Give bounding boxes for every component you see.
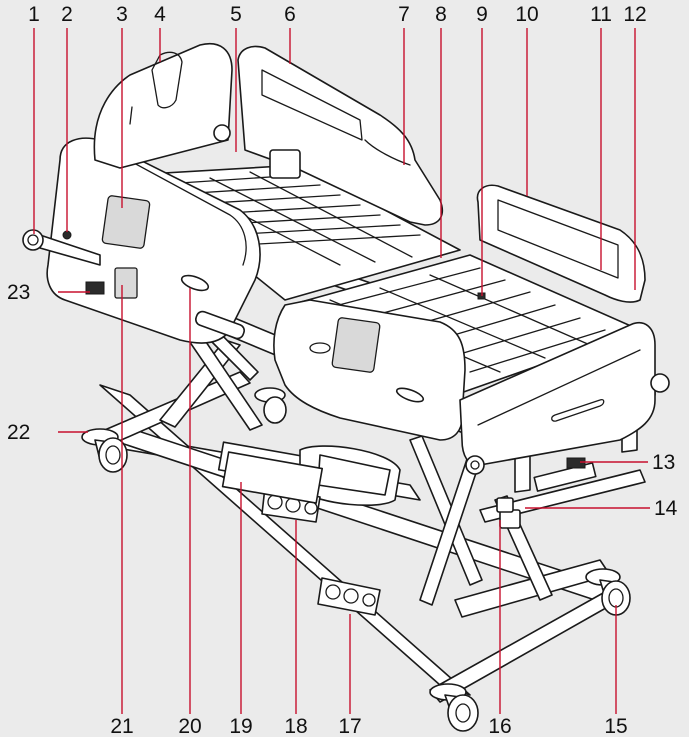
callout-13: 13 [652,451,675,474]
side-rail-head-right [93,43,233,169]
callout-22: 22 [7,421,30,444]
callout-21: 21 [110,715,133,737]
callout-9: 9 [476,3,488,26]
callout-1: 1 [28,3,40,26]
callout-10: 10 [515,3,538,26]
callout-7: 7 [398,3,410,26]
side-rail-foot-left [273,299,466,441]
rail-latch-handle [85,267,138,299]
bed-illustration [22,43,670,732]
callout-19: 19 [229,715,252,737]
caster-front-left [81,428,128,473]
callout-16: 16 [488,715,511,737]
callout-3: 3 [116,3,128,26]
base-cover [299,445,401,506]
foot-pedal-right [317,577,381,616]
callout-11: 11 [590,3,612,26]
callout-20: 20 [178,715,201,737]
callout-14: 14 [654,497,678,520]
control-box [496,497,521,529]
side-rail-foot-right [237,45,444,226]
leader-lines [33,28,650,714]
caster-back-left [254,387,287,424]
foot-end-frame [479,415,646,523]
footboard [459,321,656,466]
callout-18: 18 [284,715,307,737]
callout-12: 12 [623,3,646,26]
callout-15: 15 [604,715,627,737]
side-rail-far-right [476,184,646,303]
callout-8: 8 [435,3,447,26]
foot-pedal-left [221,451,324,523]
callout-5: 5 [230,3,242,26]
callout-23: 23 [7,281,30,304]
callout-labels: 1 2 3 4 5 6 7 8 9 10 11 12 13 14 15 16 1… [7,3,678,737]
caster-back-right [585,568,631,616]
callout-6: 6 [284,3,296,26]
caster-front-right [429,683,479,732]
headboard [22,124,670,475]
callout-4: 4 [154,3,166,26]
callout-17: 17 [338,715,361,737]
callout-2: 2 [61,3,73,26]
